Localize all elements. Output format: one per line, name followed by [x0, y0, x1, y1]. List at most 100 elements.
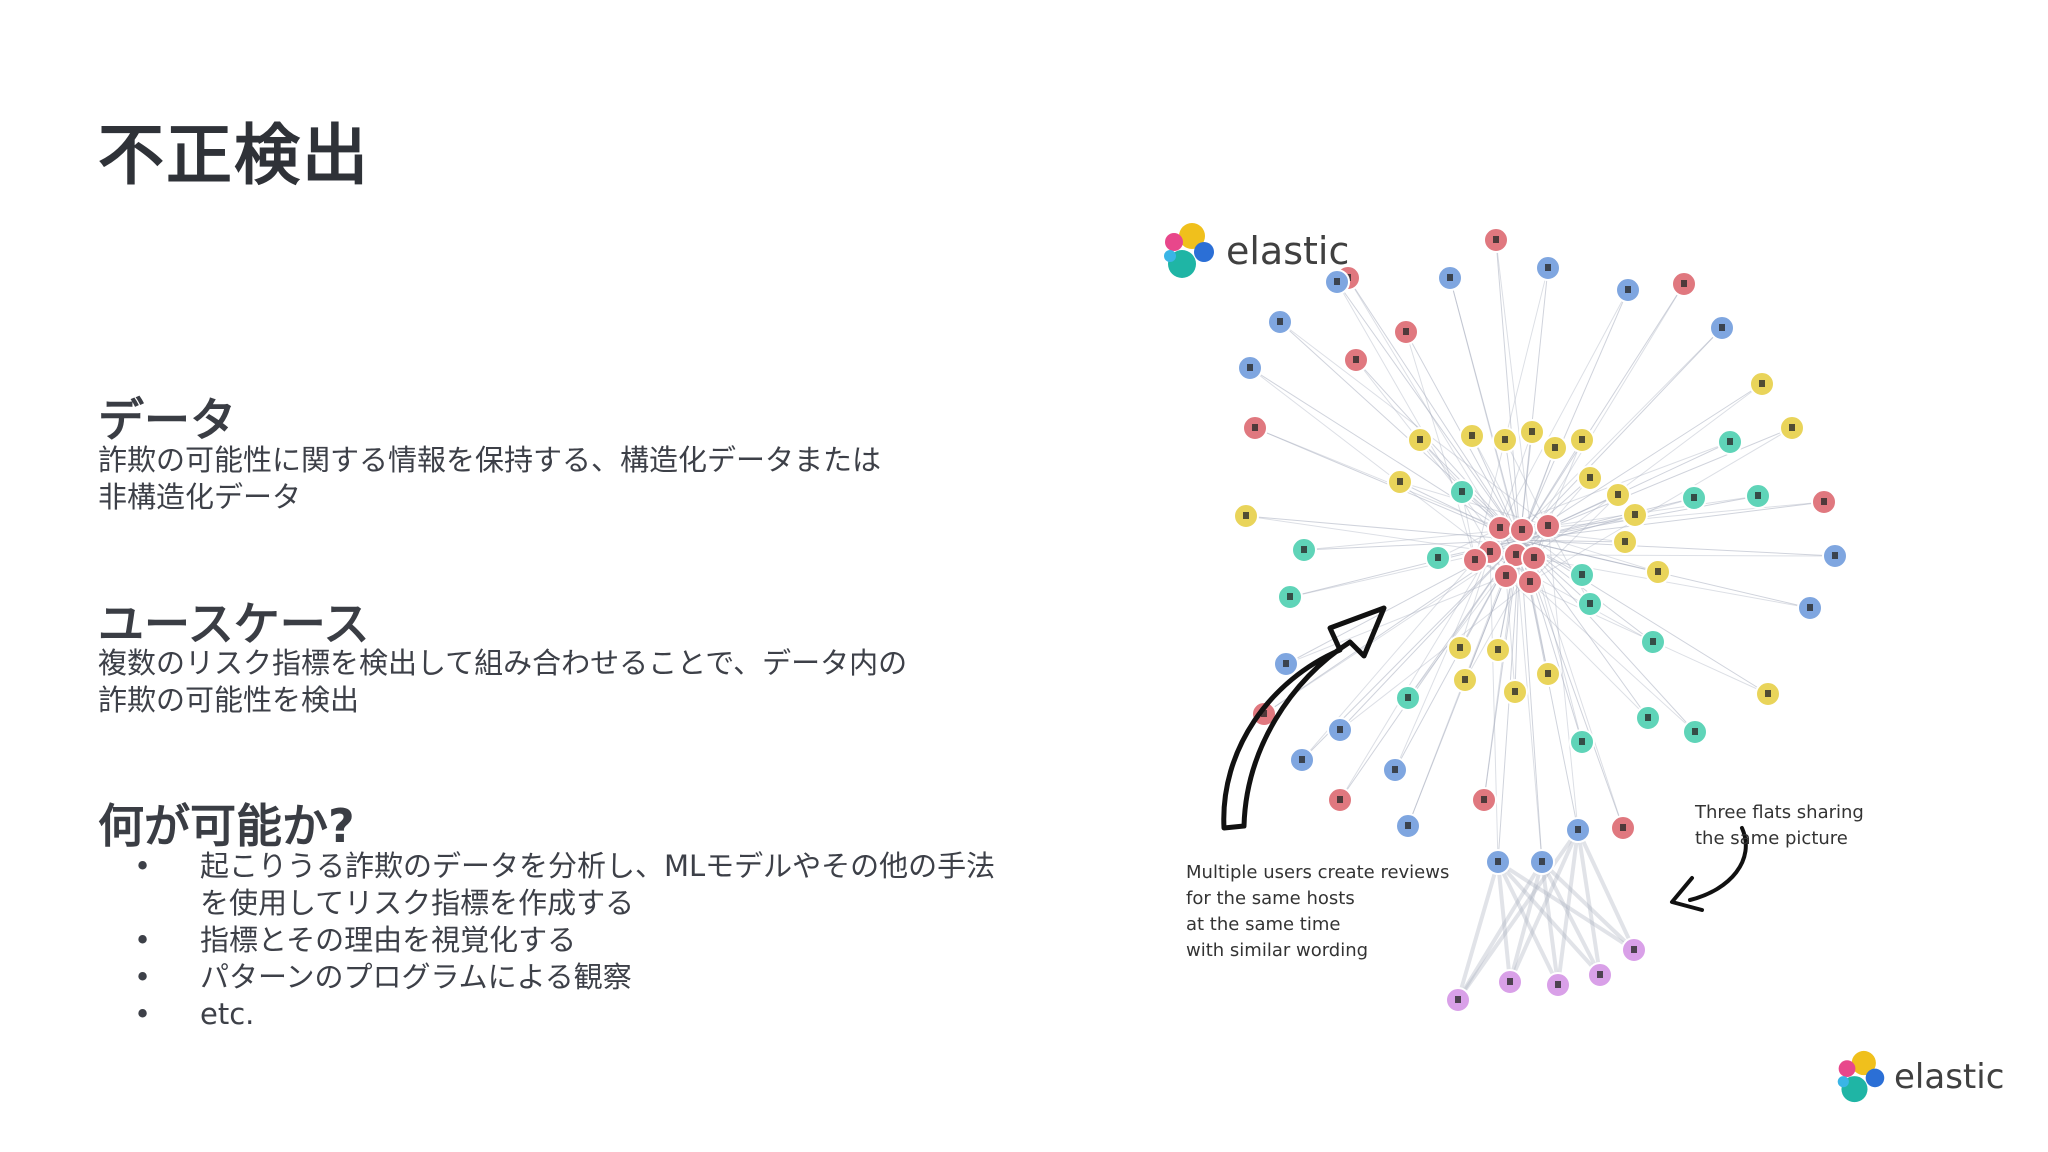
section-heading-usecase: ユースケース — [98, 597, 370, 651]
host-node — [1327, 717, 1353, 743]
photo-node — [1587, 962, 1613, 988]
annotation-line: for the same hosts — [1186, 888, 1355, 909]
user-node — [1640, 629, 1666, 655]
graph-edge — [1519, 383, 1763, 541]
photo-node — [1497, 969, 1523, 995]
bullet-dot: • — [134, 960, 152, 994]
graph-edge — [1556, 829, 1580, 986]
possibilities-list: • 起こりうる詐欺のデータを分析し、MLモデルやその他の手法 を使用してリスク指… — [98, 848, 1120, 1033]
bank-node — [1452, 667, 1478, 693]
graph-edge — [1495, 239, 1521, 541]
graph-edge — [1515, 554, 1836, 557]
bullet-dot: • — [134, 923, 152, 957]
alert-node — [1521, 545, 1547, 571]
alert-node — [1393, 319, 1419, 345]
graph-edge — [1456, 860, 1544, 1002]
graph-edge — [1339, 539, 1521, 801]
big-arrow-icon — [1221, 605, 1387, 831]
annotation-line: with similar wording — [1186, 940, 1369, 961]
graph-edge — [1519, 539, 1696, 733]
graph-edge — [1254, 427, 1501, 529]
annotation-line: the same picture — [1695, 828, 1848, 849]
bank-node — [1605, 482, 1631, 508]
user-node — [1425, 545, 1451, 571]
bank-node — [1485, 637, 1511, 663]
slide-title: 不正検出 — [98, 117, 370, 194]
annotation-flats: Three flats sharing the same picture — [1695, 800, 1864, 852]
alert-node — [1517, 569, 1543, 595]
graph-edge — [1289, 551, 1491, 598]
photo-node — [1545, 972, 1571, 998]
list-item: • 起こりうる詐欺のデータを分析し、MLモデルやその他の手法 を使用してリスク指… — [98, 848, 1120, 922]
bank-node — [1622, 502, 1648, 528]
list-item-line: etc. — [200, 997, 255, 1031]
user-node — [1635, 705, 1661, 731]
graph-edge — [1519, 539, 1543, 863]
graph-edge — [1471, 435, 1523, 531]
host-node — [1535, 255, 1561, 281]
graph-edge — [1519, 289, 1629, 541]
graph-edge — [1529, 581, 1549, 675]
host-node — [1382, 757, 1408, 783]
list-item-line: を使用してリスク指標を作成する — [200, 886, 635, 920]
alert-node — [1251, 701, 1277, 727]
host-node — [1822, 543, 1848, 569]
graph-edge — [1576, 829, 1636, 951]
bank-node — [1447, 635, 1473, 661]
graph-edge — [1449, 277, 1521, 541]
host-node — [1437, 265, 1463, 291]
host-node — [1395, 813, 1421, 839]
elastic-logo-icon — [1164, 223, 1214, 278]
host-node — [1485, 849, 1511, 875]
small-arrow-icon — [1670, 826, 1748, 912]
graph-edge — [1245, 515, 1521, 541]
bank-node — [1542, 435, 1568, 461]
alert-node — [1462, 547, 1488, 573]
graph-edge — [1533, 557, 1624, 829]
bank-node — [1645, 559, 1671, 585]
graph-edge — [1540, 861, 1602, 976]
host-node — [1709, 315, 1735, 341]
graph-edge — [1519, 539, 1769, 695]
user-node — [1682, 719, 1708, 745]
bullet-dot: • — [134, 849, 152, 883]
graph-edge — [1576, 829, 1602, 976]
graph-edge — [1519, 427, 1793, 541]
host-node — [1615, 277, 1641, 303]
graph-edge — [1339, 581, 1531, 731]
graph-edge — [1405, 331, 1476, 561]
bank-node — [1407, 427, 1433, 453]
alert-node — [1487, 515, 1513, 541]
footer-logo-text: elastic — [1894, 1057, 2005, 1097]
list-item-line: 起こりうる詐欺のデータを分析し、MLモデルやその他の手法 — [200, 849, 996, 883]
user-node — [1569, 562, 1595, 588]
bank-node — [1535, 661, 1561, 687]
photo-node — [1445, 987, 1471, 1013]
graph-edge — [1483, 554, 1517, 801]
graph-edge — [1533, 557, 1583, 743]
photo-node — [1621, 937, 1647, 963]
user-node — [1717, 429, 1743, 455]
graph-edge — [1339, 551, 1491, 801]
bank-node — [1755, 681, 1781, 707]
graph-edge — [1519, 267, 1549, 541]
host-node — [1324, 269, 1350, 295]
host-node — [1267, 309, 1293, 335]
alert-node — [1483, 227, 1509, 253]
bank-node — [1233, 503, 1259, 529]
graph-edge — [1279, 321, 1521, 541]
list-item: • パターンのプログラムによる観察 — [98, 959, 1120, 996]
diagram-logo-text: elastic — [1226, 229, 1350, 273]
bank-node — [1577, 465, 1603, 491]
graph-edge — [1489, 551, 1499, 863]
alert-node — [1242, 415, 1268, 441]
graph-edge — [1496, 860, 1636, 952]
list-item-line: 指標とその理由を視覚化する — [200, 923, 577, 957]
user-node — [1577, 591, 1603, 617]
host-node — [1565, 817, 1591, 843]
user-node — [1291, 537, 1317, 563]
graph-edge — [1519, 327, 1723, 541]
graph-edge — [1540, 860, 1636, 952]
graph-edge — [1339, 539, 1521, 731]
graph-edge — [1519, 283, 1685, 541]
